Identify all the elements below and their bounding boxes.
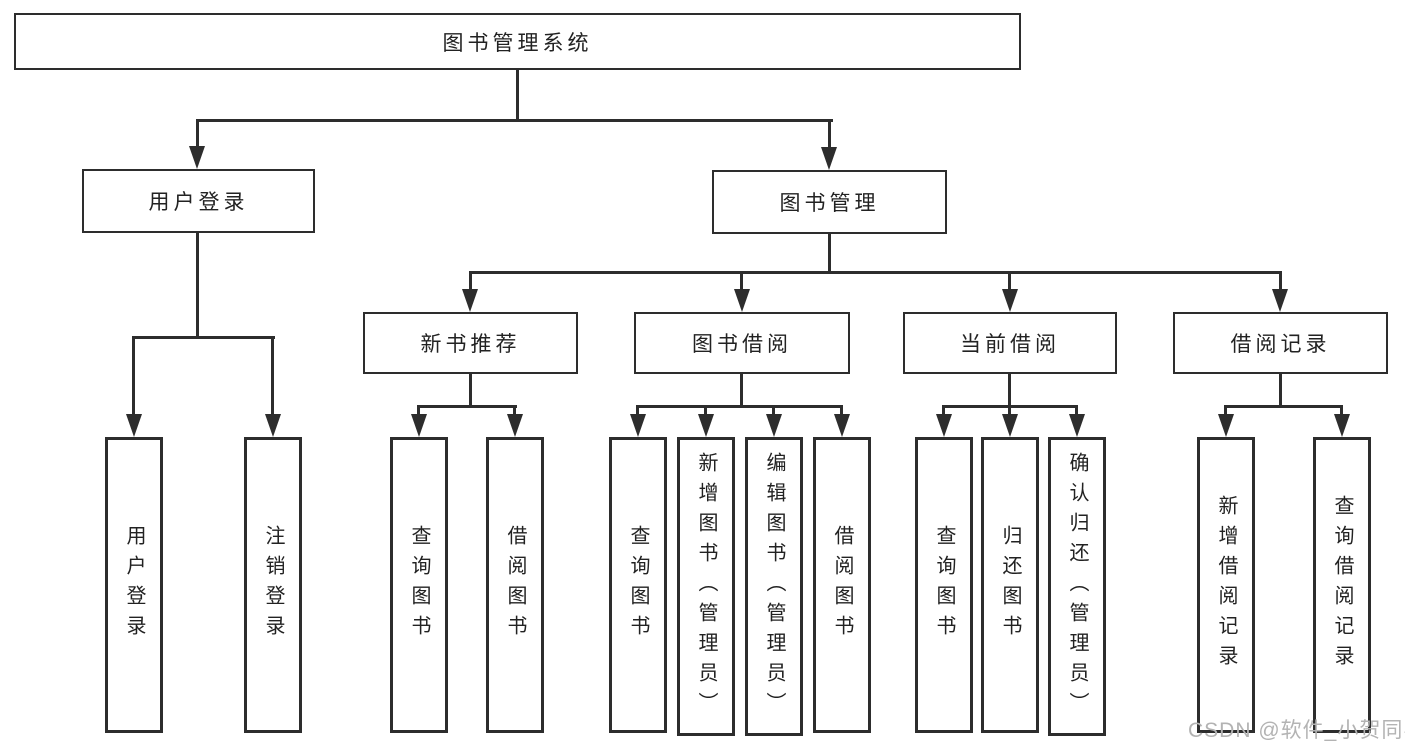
arrow-down-icon — [834, 414, 850, 437]
connector-rec-drop-2 — [513, 405, 516, 417]
arrow-down-icon — [1272, 289, 1288, 312]
leaf-borrow-query-books-label: 查询图书 — [627, 525, 649, 645]
leaf-current-query-books-label: 查询图书 — [933, 525, 955, 645]
connector-rec-hbar — [417, 405, 517, 408]
leaf-borrow-query-books: 查询图书 — [609, 437, 667, 733]
arrow-down-icon — [411, 414, 427, 437]
connector-records-hbar — [1224, 405, 1343, 408]
connector-rec-drop-1 — [417, 405, 420, 417]
arrow-down-icon — [189, 146, 205, 169]
leaf-rec-query-books: 查询图书 — [390, 437, 448, 733]
connector-login-stem — [196, 233, 199, 336]
csdn-watermark: CSDN @软件_小贺同学 — [1188, 719, 1405, 742]
leaf-user-login-label: 用户登录 — [123, 525, 145, 645]
leaf-borrow-add-books-admin: 新增图书（管理员） — [677, 437, 735, 736]
arrow-down-icon — [1002, 414, 1018, 437]
leaf-user-login: 用户登录 — [105, 437, 163, 733]
leaf-records-add-record: 新增借阅记录 — [1197, 437, 1255, 733]
arrow-down-icon — [936, 414, 952, 437]
leaf-current-confirm-return-admin-label: 确认归还（管理员） — [1066, 451, 1088, 722]
leaf-current-return-books-label: 归还图书 — [999, 525, 1021, 645]
leaf-current-confirm-return-admin: 确认归还（管理员） — [1048, 437, 1106, 736]
node-book-management: 图书管理 — [712, 170, 947, 234]
connector-root-drop-right — [828, 119, 831, 151]
leaf-records-query-record: 查询借阅记录 — [1313, 437, 1371, 733]
connector-mgmt-drop-4 — [1279, 271, 1282, 291]
leaf-borrow-borrow-books: 借阅图书 — [813, 437, 871, 733]
arrow-down-icon — [630, 414, 646, 437]
arrow-down-icon — [1069, 414, 1085, 437]
connector-login-drop-1 — [132, 336, 135, 415]
node-new-book-recommend-label: 新书推荐 — [420, 333, 521, 356]
connector-root-drop-left — [196, 119, 199, 151]
connector-borrow-drop-4 — [840, 405, 843, 417]
leaf-current-query-books: 查询图书 — [915, 437, 973, 733]
leaf-rec-query-books-label: 查询图书 — [408, 525, 430, 645]
connector-current-drop-3 — [1075, 405, 1078, 417]
leaf-logout-label: 注销登录 — [262, 525, 284, 645]
arrow-down-icon — [734, 289, 750, 312]
node-new-book-recommend: 新书推荐 — [363, 312, 578, 374]
connector-borrow-hbar — [636, 405, 843, 408]
node-current-borrowing-label: 当前借阅 — [960, 333, 1060, 356]
connector-mgmt-drop-2 — [740, 271, 743, 291]
arrow-down-icon — [507, 414, 523, 437]
connector-root-stem — [516, 69, 519, 120]
connector-borrow-drop-2 — [704, 405, 707, 417]
connector-records-stem — [1279, 374, 1282, 407]
node-user-login: 用户登录 — [82, 169, 315, 233]
connector-records-drop-2 — [1340, 405, 1343, 417]
leaf-current-return-books: 归还图书 — [981, 437, 1039, 733]
connector-login-hbar — [132, 336, 275, 339]
connector-borrow-stem — [740, 374, 743, 407]
arrow-down-icon — [462, 289, 478, 312]
leaf-rec-borrow-books: 借阅图书 — [486, 437, 544, 733]
leaf-borrow-edit-books-admin: 编辑图书（管理员） — [745, 437, 803, 736]
leaf-borrow-borrow-books-label: 借阅图书 — [831, 525, 853, 645]
node-book-borrowing: 图书借阅 — [634, 312, 850, 374]
node-book-borrowing-label: 图书借阅 — [692, 333, 792, 356]
connector-mgmt-stem — [828, 234, 831, 273]
leaf-records-add-record-label: 新增借阅记录 — [1215, 495, 1237, 675]
node-book-management-label: 图书管理 — [779, 192, 880, 215]
leaf-records-query-record-label: 查询借阅记录 — [1331, 495, 1353, 675]
node-root: 图书管理系统 — [14, 13, 1021, 70]
connector-mgmt-hbar — [469, 271, 1282, 274]
node-user-login-label: 用户登录 — [148, 191, 249, 214]
arrow-down-icon — [1334, 414, 1350, 437]
arrow-down-icon — [126, 414, 142, 437]
arrow-down-icon — [1218, 414, 1234, 437]
leaf-rec-borrow-books-label: 借阅图书 — [504, 525, 526, 645]
connector-current-drop-2 — [1008, 405, 1011, 417]
connector-current-drop-1 — [942, 405, 945, 417]
leaf-logout: 注销登录 — [244, 437, 302, 733]
arrow-down-icon — [265, 414, 281, 437]
node-borrow-records: 借阅记录 — [1173, 312, 1388, 374]
leaf-borrow-edit-books-admin-label: 编辑图书（管理员） — [763, 451, 785, 722]
node-current-borrowing: 当前借阅 — [903, 312, 1117, 374]
connector-mgmt-drop-1 — [469, 271, 472, 291]
arrow-down-icon — [1002, 289, 1018, 312]
connector-borrow-drop-3 — [772, 405, 775, 417]
arrow-down-icon — [698, 414, 714, 437]
connector-borrow-drop-1 — [636, 405, 639, 417]
arrow-down-icon — [821, 147, 837, 170]
connector-login-drop-2 — [271, 336, 274, 415]
connector-current-stem — [1008, 374, 1011, 407]
arrow-down-icon — [766, 414, 782, 437]
node-root-label: 图书管理系统 — [442, 31, 593, 55]
connector-rec-stem — [469, 374, 472, 407]
node-borrow-records-label: 借阅记录 — [1230, 333, 1331, 356]
connector-records-drop-1 — [1224, 405, 1227, 417]
leaf-borrow-add-books-admin-label: 新增图书（管理员） — [695, 451, 717, 722]
connector-root-hbar — [196, 119, 833, 122]
connector-mgmt-drop-3 — [1008, 271, 1011, 291]
